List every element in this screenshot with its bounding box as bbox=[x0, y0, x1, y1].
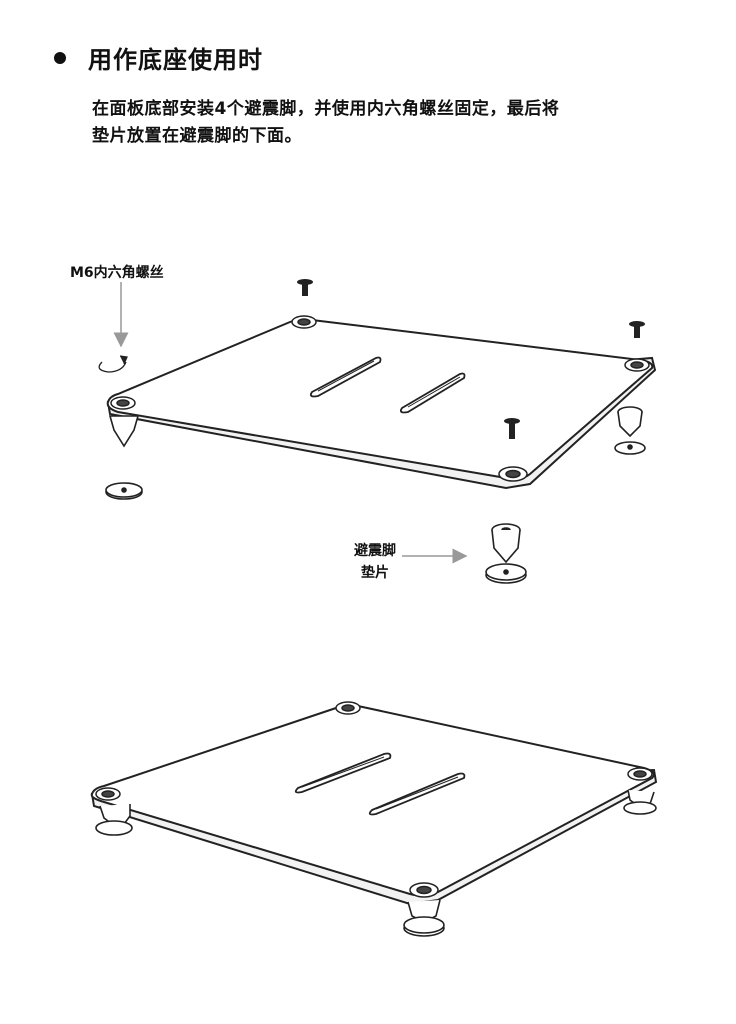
screw-icons bbox=[297, 279, 645, 439]
exploded-slots bbox=[309, 356, 466, 414]
instruction-line-1: 在面板底部安装4个避震脚，并使用内六角螺丝固定，最后将 bbox=[92, 99, 560, 119]
pointer-arrows bbox=[113, 282, 468, 564]
screw-label: M6内六角螺丝 bbox=[70, 265, 164, 281]
foot-label: 避震脚 bbox=[354, 543, 396, 559]
bullet-icon bbox=[54, 51, 66, 64]
heading-title: 用作底座使用时 bbox=[88, 46, 263, 74]
exploded-plate bbox=[106, 318, 657, 490]
foot-pad-label: 避震脚 垫片 bbox=[345, 540, 405, 584]
exploded-feet bbox=[105, 406, 646, 584]
instruction-line-2: 垫片放置在避震脚的下面。 bbox=[92, 126, 302, 146]
assembled-plate bbox=[90, 704, 658, 906]
pad-label: 垫片 bbox=[361, 565, 389, 581]
assembled-corner-holes bbox=[95, 701, 653, 898]
instruction-text: 在面板底部安装4个避震脚，并使用内六角螺丝固定，最后将 垫片放置在避震脚的下面。 bbox=[92, 96, 692, 150]
assembled-slots bbox=[294, 752, 466, 816]
exploded-corner-holes bbox=[110, 315, 650, 482]
section-heading: 用作底座使用时 bbox=[54, 40, 263, 75]
rotation-arrow-icon bbox=[98, 355, 128, 373]
assembled-feet bbox=[95, 789, 657, 937]
